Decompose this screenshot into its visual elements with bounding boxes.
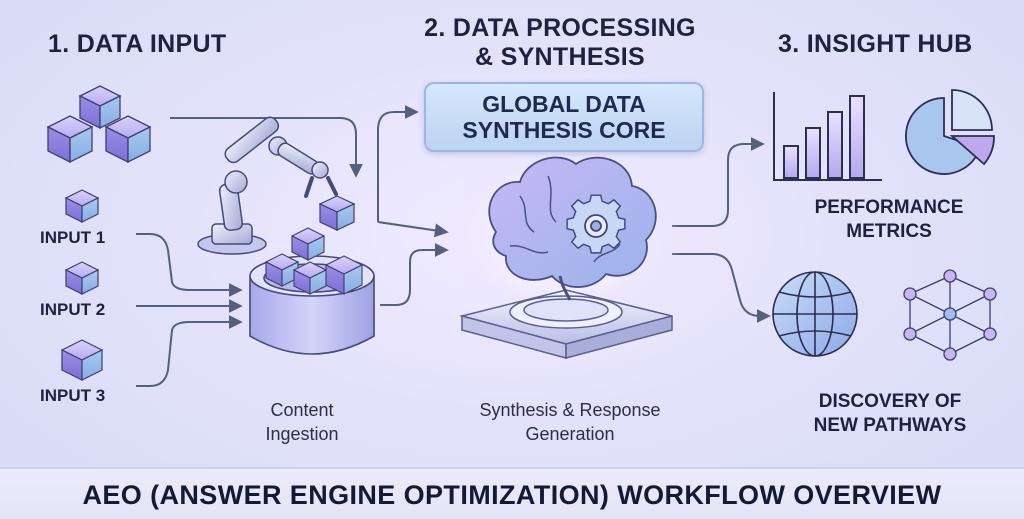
content-ingestion-caption: Content Ingestion [232, 398, 372, 446]
discovery-pathways-line2: NEW PATHWAYS [813, 415, 967, 436]
content-ingestion-line1: Content [270, 400, 334, 420]
arrow-cubes-to-arm [170, 117, 363, 178]
core-box-line1: GLOBAL DATA [482, 91, 646, 117]
section-heading-processing-line1: 2. DATA PROCESSING [424, 14, 696, 42]
performance-metrics-label: PERFORMANCE METRICS [784, 196, 994, 244]
input-label-2: INPUT 2 [40, 300, 106, 319]
input-label-1: INPUT 1 [40, 228, 106, 247]
arrow-brain-to-discovery [672, 253, 771, 323]
discovery-pathways-line1: DISCOVERY OF [818, 391, 962, 412]
section-heading-processing: 2. DATA PROCESSING & SYNTHESIS [380, 14, 740, 72]
network-graph-icon [903, 269, 997, 361]
section-heading-insight: 3. INSIGHT HUB [778, 30, 973, 58]
core-box-line2: SYNTHESIS CORE [462, 117, 666, 143]
section-heading-processing-line2: & SYNTHESIS [475, 43, 645, 71]
input-label-3: INPUT 3 [40, 386, 106, 405]
globe-icon [772, 271, 858, 357]
cube-cluster-icon [46, 85, 152, 164]
input-cube-icon-3 [60, 339, 104, 381]
held-cube-icon [318, 195, 356, 231]
ingestion-vessel-icon [249, 227, 375, 355]
footer-title: AEO (ANSWER ENGINE OPTIMIZATION) WORKFLO… [82, 479, 942, 510]
arrow-input1 [136, 233, 243, 297]
arrow-input3 [136, 315, 243, 387]
global-data-synthesis-core-box: GLOBAL DATA SYNTHESIS CORE [424, 82, 704, 152]
pie-chart-icon [905, 89, 995, 175]
synthesis-response-caption: Synthesis & Response Generation [440, 398, 700, 446]
arrow-to-core-box [377, 105, 419, 222]
footer-banner: AEO (ANSWER ENGINE OPTIMIZATION) WORKFLO… [0, 467, 1024, 519]
arrow-to-brain-top [377, 221, 449, 238]
synthesis-response-line2: Generation [525, 424, 615, 444]
input-cube-icon-1 [64, 189, 100, 223]
section-heading-input: 1. DATA INPUT [48, 30, 227, 58]
input-cube-icon-2 [64, 261, 100, 295]
bar-chart-icon [773, 92, 882, 181]
arrow-vessel-to-brain [380, 243, 449, 306]
performance-metrics-line2: METRICS [846, 221, 932, 242]
performance-metrics-line1: PERFORMANCE [814, 197, 964, 218]
brain-gear-icon [444, 140, 684, 359]
arrow-brain-to-metrics [672, 137, 765, 227]
synthesis-response-line1: Synthesis & Response [479, 400, 661, 420]
robotic-arm-icon [197, 116, 338, 255]
flow-arrows [136, 105, 771, 387]
discovery-pathways-label: DISCOVERY OF NEW PATHWAYS [780, 390, 1000, 438]
content-ingestion-line2: Ingestion [265, 424, 339, 444]
